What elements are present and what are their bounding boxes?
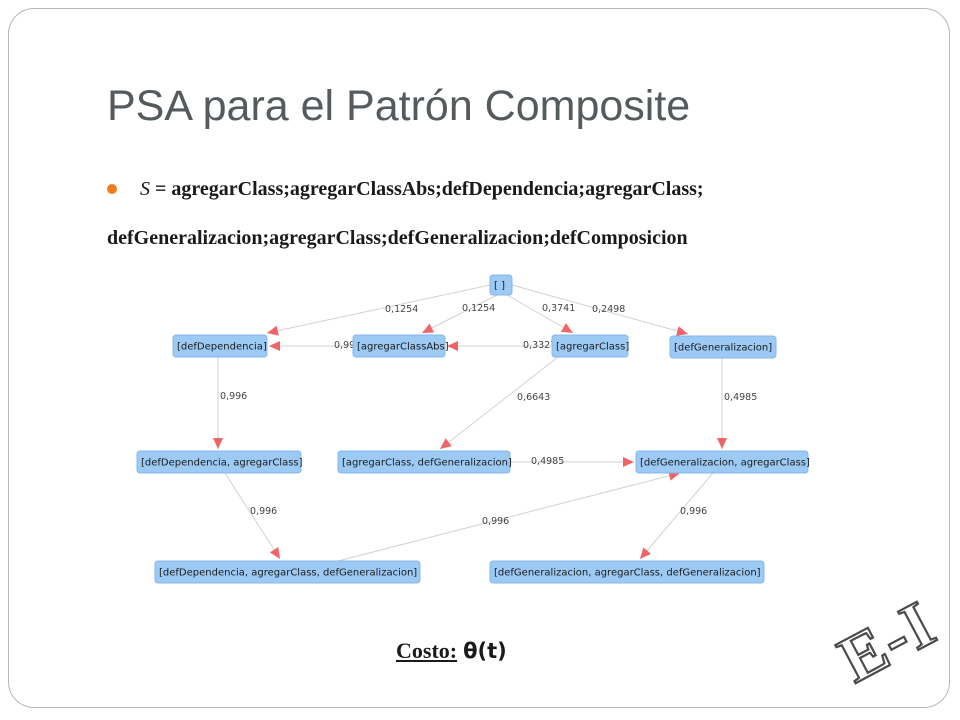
- edge-gen_cls-gen_cls_gen: [639, 472, 714, 560]
- edge-root-gen: [511, 284, 689, 335]
- cost-expression: θ(t): [463, 639, 507, 663]
- edge-arrowhead: [447, 341, 458, 351]
- edge-arrowhead: [269, 547, 280, 559]
- cost-label: Costo:: [396, 638, 458, 663]
- edge-dep_cls-dep_cls_gen: [224, 472, 281, 560]
- formula-line-1: S = agregarClass;agregarClassAbs;defDepe…: [140, 178, 704, 201]
- edge-weight-label: 0,6643: [517, 392, 550, 403]
- edge-weight-label: 0,996: [220, 391, 247, 402]
- cost-line: Costo:θ(t): [396, 638, 507, 664]
- node-dep_cls_gen: [154, 560, 421, 584]
- node-dep: [172, 334, 268, 358]
- node-label: [ ]: [494, 281, 505, 292]
- node-abs: [352, 334, 446, 358]
- edge-weight-label: 0,3327: [523, 340, 556, 351]
- formula-variable: S: [140, 178, 150, 200]
- node-gen_cls: [635, 450, 809, 474]
- edge-cls-cls_gen: [439, 356, 559, 450]
- edge-arrowhead: [640, 547, 651, 559]
- edge-weight-label: 0,996: [680, 506, 707, 517]
- node-label: [defGeneralizacion, agregarClass]: [640, 458, 810, 469]
- slide-frame: [8, 8, 950, 708]
- edge-weight-label: 0,996: [250, 506, 277, 517]
- edge-arrowhead: [440, 438, 452, 449]
- node-label: [defDependencia, agregarClass]: [141, 458, 303, 469]
- formula-sequence-part-1: agregarClass;agregarClassAbs;defDependen…: [171, 178, 704, 200]
- edge-weight-label: 0,4985: [531, 456, 564, 467]
- node-root: [489, 274, 513, 296]
- edge-arrowhead: [676, 326, 688, 336]
- slide-title: PSA para el Patrón Composite: [107, 82, 691, 130]
- e-i-stamp-logo: E-I: [826, 590, 949, 698]
- edge-arrowhead: [717, 438, 727, 449]
- edge-arrowhead: [560, 323, 573, 333]
- edge-arrowhead: [213, 438, 223, 449]
- edge-root-cls: [506, 294, 574, 334]
- edge-weight-label: 0,996: [482, 516, 509, 527]
- bullet-icon: [107, 184, 117, 194]
- edge-weight-label: 0,2498: [592, 304, 625, 315]
- formula-sequence-part-2: defGeneralizacion;agregarClass;defGenera…: [107, 227, 688, 249]
- node-label: [defDependencia]: [177, 342, 267, 353]
- edge-root-abs: [421, 294, 498, 334]
- node-gen: [669, 335, 777, 359]
- edge-arrowhead: [422, 323, 435, 333]
- edge-root-dep: [266, 284, 491, 334]
- edge-weight-label: 0,1254: [462, 303, 495, 314]
- node-gen_cls_gen: [489, 560, 765, 584]
- formula-equals: =: [150, 178, 172, 200]
- node-label: [agregarClassAbs]: [357, 342, 449, 353]
- node-label: [defGeneralizacion, agregarClass, defGen…: [494, 568, 761, 579]
- node-label: [agregarClass]: [556, 342, 629, 353]
- node-label: [agregarClass, defGeneralizacion]: [342, 458, 512, 469]
- edge-weight-label: 0,4985: [724, 392, 757, 403]
- edge-weight-label: 0,1254: [385, 304, 418, 315]
- edge-arrowhead: [267, 325, 279, 336]
- edge-arrowhead: [623, 457, 634, 467]
- node-dep_cls: [136, 450, 302, 474]
- node-cls: [551, 334, 629, 358]
- node-label: [defGeneralizacion]: [674, 343, 772, 354]
- stamp-text: E-I: [827, 590, 948, 697]
- edge-dep_cls_gen-gen_cls: [337, 472, 681, 562]
- node-cls_gen: [337, 450, 511, 474]
- edge-weight-label: 0,996: [334, 340, 361, 351]
- edge-arrowhead: [269, 341, 280, 351]
- node-label: [defDependencia, agregarClass, defGenera…: [159, 568, 417, 579]
- edge-weight-label: 0,3741: [542, 303, 575, 314]
